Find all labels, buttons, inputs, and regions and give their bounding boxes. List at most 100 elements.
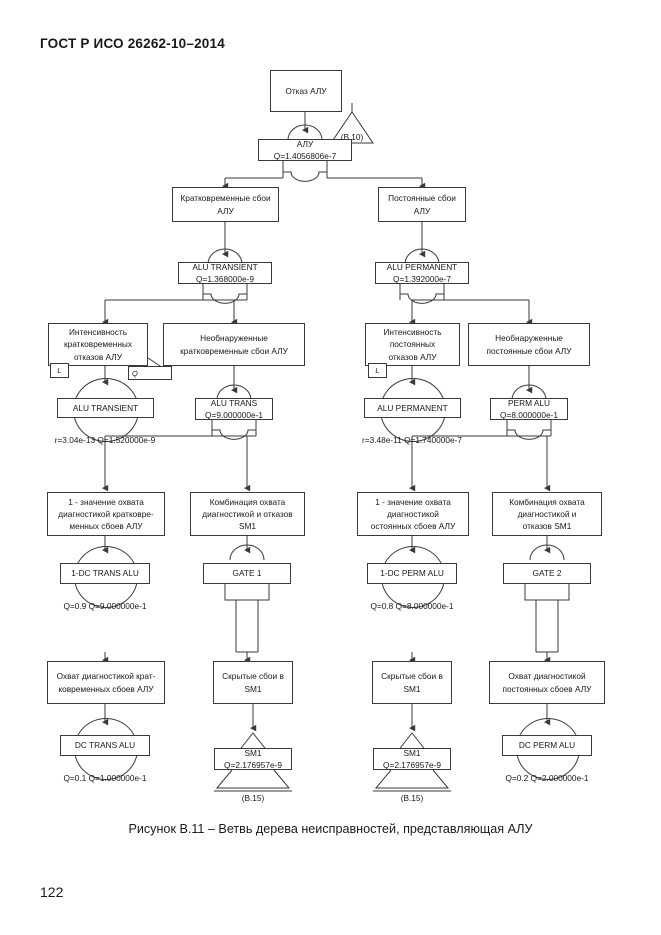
node-dc-and-failure-combination-sm1-left[interactable]: Комбинация охвата диагностикой и отказов… xyxy=(190,492,305,536)
event-alu-transient-basic[interactable]: ALU TRANSIENT xyxy=(57,398,154,418)
node-dc-and-failure-combination-sm1-right[interactable]: Комбинация охвата диагностикой и отказов… xyxy=(492,492,602,536)
event-q: Q=1.368000e-9 xyxy=(196,274,254,284)
node-label-line1: Охват диагностикой крат- xyxy=(56,671,156,682)
node-label-line3: SM1 xyxy=(238,521,257,531)
node-label-line2: ковременных сбоев АЛУ xyxy=(58,683,154,694)
node-label-line1: Скрытые сбои в xyxy=(222,671,284,682)
event-gate-1[interactable]: GATE 1 xyxy=(203,563,291,584)
event-name: 1-DC PERM ALU xyxy=(380,568,444,579)
event-values-dc-perm-alu: Q=0.2 Q=2.000000e-1 xyxy=(487,772,607,785)
value-q1: Q=0.1 xyxy=(63,773,87,783)
node-label-line3: остоянных сбоев АЛУ xyxy=(370,521,456,531)
node-label-line1: Постоянные сбои xyxy=(388,193,456,204)
event-name: ALU PERMANENT xyxy=(377,402,448,413)
event-name: ALU TRANS xyxy=(210,397,258,408)
value-q2: Q=2.000000e-1 xyxy=(530,773,589,783)
node-label-line3: менных сбоев АЛУ xyxy=(69,521,143,531)
event-values-dc-trans-alu: Q=0.1 Q=1.000000e-1 xyxy=(45,772,165,785)
node-latent-faults-sm1-left[interactable]: Скрытые сбои в SM1 xyxy=(213,661,293,704)
event-name: ALU PERMANENT xyxy=(386,261,458,272)
value-q: Q=1.740000e-7 xyxy=(404,435,462,445)
event-q: Q=9.000000e-1 xyxy=(205,410,263,420)
event-alu-transient[interactable]: ALU TRANSIENT Q=1.368000e-9 xyxy=(178,262,272,284)
value-q2: Q=1.000000e-1 xyxy=(88,773,147,783)
node-label-line1: Кратковременные сбои xyxy=(180,193,271,204)
value-q2: Q=8.000000e-1 xyxy=(395,601,454,611)
transfer-out-label-left: (В.15) xyxy=(241,793,265,803)
event-gate-2[interactable]: GATE 2 xyxy=(503,563,591,584)
event-name: АЛУ xyxy=(296,138,314,149)
event-1-dc-perm-alu[interactable]: 1-DC PERM ALU xyxy=(367,563,457,584)
event-values-alu-permanent: r=3.48e-11 Q=1.740000e-7 xyxy=(352,434,472,447)
node-label-line3: отказов АЛУ xyxy=(388,351,437,362)
fault-tree-diagram: Отказ АЛУ (В.10) АЛУ Q=1.4056806e-7 Крат… xyxy=(45,70,607,803)
event-1-dc-trans-alu[interactable]: 1-DC TRANS ALU xyxy=(60,563,150,584)
value-q1: Q=0.8 xyxy=(370,601,394,611)
node-transient-failures-alu[interactable]: Кратковременные сбои АЛУ xyxy=(172,187,279,222)
node-latent-faults-sm1-right[interactable]: Скрытые сбои в SM1 xyxy=(372,661,452,704)
event-alu-permanent[interactable]: ALU PERMANENT Q=1.392000e-7 xyxy=(375,262,469,284)
event-dc-perm-alu[interactable]: DC PERM ALU xyxy=(502,735,592,756)
node-label-line2: АЛУ xyxy=(217,205,234,216)
node-label-line2: АЛУ xyxy=(413,205,431,216)
node-label-line1: Охват диагностикой xyxy=(508,671,586,682)
page-header: ГОСТ Р ИСО 26262-10–2014 xyxy=(40,36,225,51)
node-permanent-failures-alu[interactable]: Постоянные сбои АЛУ xyxy=(378,187,466,222)
node-label-line2: диагностикой и отказов xyxy=(202,508,293,519)
event-alu-permanent-basic[interactable]: ALU PERMANENT xyxy=(364,398,461,418)
event-q: Q=2.176957e-9 xyxy=(224,760,282,770)
tag-q-transient[interactable]: Q xyxy=(128,366,172,380)
page-number: 122 xyxy=(40,884,64,900)
node-label-line1: 1 - значение охвата xyxy=(375,496,451,507)
event-name: ALU TRANSIENT xyxy=(72,402,139,413)
event-values-1-dc-trans-alu: Q=0.9 Q=9.000000e-1 xyxy=(45,600,165,613)
node-dc-transient-coverage[interactable]: Охват диагностикой крат- ковременных сбо… xyxy=(47,661,165,704)
tag-lambda-permanent[interactable]: L xyxy=(368,363,387,378)
event-perm-alu[interactable]: PERM ALU Q=8.000000e-1 xyxy=(490,398,568,420)
event-name: SM1 xyxy=(403,747,421,758)
node-dc-permanent-coverage[interactable]: Охват диагностикой постоянных сбоев АЛУ xyxy=(489,661,605,704)
event-alu-trans[interactable]: ALU TRANS Q=9.000000e-1 xyxy=(195,398,273,420)
event-dc-trans-alu[interactable]: DC TRANS ALU xyxy=(60,735,150,756)
value-q1: Q=0.9 xyxy=(63,601,87,611)
node-label-line2: диагностикой xyxy=(387,508,439,519)
value-q2: Q=9.000000e-1 xyxy=(88,601,147,611)
node-label-line1: Интенсивность xyxy=(68,327,128,338)
figure-caption: Рисунок В.11 – Ветвь дерева неисправност… xyxy=(128,822,533,836)
node-label-line2: кратковременные сбои АЛУ xyxy=(180,345,288,356)
node-permanent-failure-rate-alu[interactable]: Интенсивность постоянных отказов АЛУ xyxy=(365,323,460,366)
node-label-line2: постоянных сбоев АЛУ xyxy=(502,683,592,694)
value-r: r=3.04e-13 xyxy=(54,435,96,445)
event-name: 1-DC TRANS ALU xyxy=(71,568,139,579)
event-name: GATE 1 xyxy=(232,568,262,579)
node-label-line1: Необнаруженные xyxy=(200,333,268,344)
node-label: Отказ АЛУ xyxy=(285,85,327,96)
event-values-1-dc-perm-alu: Q=0.8 Q=8.000000e-1 xyxy=(352,600,472,613)
event-name: DC PERM ALU xyxy=(518,740,576,751)
node-label-line2: постоянные сбои АЛУ xyxy=(486,345,572,356)
value-q: Q=1.520000e-9 xyxy=(97,435,156,445)
node-undetected-transient-alu[interactable]: Необнаруженные кратковременные сбои АЛУ xyxy=(163,323,305,366)
node-undetected-permanent-alu[interactable]: Необнаруженные постоянные сбои АЛУ xyxy=(468,323,590,366)
node-label-line2: диагностикой и xyxy=(517,508,577,519)
event-name: PERM ALU xyxy=(508,397,550,408)
event-q: Q=8.000000e-1 xyxy=(500,410,558,420)
tag-lambda-transient[interactable]: L xyxy=(50,363,69,378)
event-name: ALU TRANSIENT xyxy=(192,261,258,272)
event-alu[interactable]: АЛУ Q=1.4056806e-7 xyxy=(258,139,352,161)
node-label-line1: Комбинация охвата xyxy=(509,496,585,507)
node-one-minus-dc-transient[interactable]: 1 - значение охвата диагностикой кратков… xyxy=(47,492,165,536)
event-q: Q=1.392000e-7 xyxy=(393,274,451,284)
event-q: Q=1.4056806e-7 xyxy=(273,151,337,161)
node-label-line2: диагностикой кратковре- xyxy=(58,508,154,519)
node-label-line2: кратковременных xyxy=(63,339,133,350)
value-q1: Q=0.2 xyxy=(505,773,529,783)
node-label-line1: Необнаруженные xyxy=(495,333,563,344)
node-top-event[interactable]: Отказ АЛУ xyxy=(270,70,342,112)
event-sm1-left[interactable]: SM1 Q=2.176957e-9 xyxy=(214,748,292,770)
transfer-out-label-right: (В.15) xyxy=(400,793,424,803)
event-sm1-right[interactable]: SM1 Q=2.176957e-9 xyxy=(373,748,451,770)
node-one-minus-dc-permanent[interactable]: 1 - значение охвата диагностикой остоянн… xyxy=(357,492,469,536)
value-r: r=3.48e-11 xyxy=(362,435,402,445)
node-transient-failure-rate-alu[interactable]: Интенсивность кратковременных отказов АЛ… xyxy=(48,323,148,366)
